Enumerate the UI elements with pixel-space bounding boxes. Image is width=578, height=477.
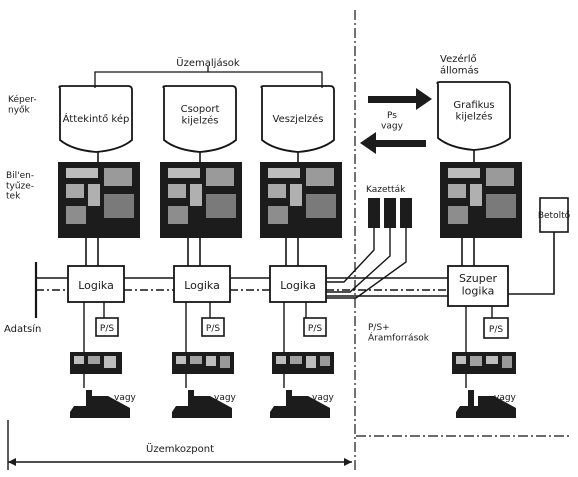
psu-4-label: P/S <box>489 325 503 335</box>
monitor-4-label-line-2: kijelzés <box>456 111 493 123</box>
monitor-4-label-line-1: Grafikus <box>453 100 494 111</box>
keyboards-label-line-2: tyűze- <box>6 181 34 191</box>
cassette-units <box>368 198 412 228</box>
psu-current-label-line-2: Áramforrások <box>368 331 430 343</box>
panel-unit-1 <box>70 352 122 374</box>
ps-or-label-line-1: Ps <box>387 111 397 121</box>
keyboard-3 <box>260 162 342 238</box>
screens-label-line1-cont-1: nyők <box>8 105 31 115</box>
plant-center-label: Üzemkozpont <box>146 442 214 455</box>
monitor-3: Veszjelzés <box>260 85 335 153</box>
plant-center-bracket <box>7 420 352 470</box>
psu-box-2: P/S <box>201 302 225 337</box>
ps-arrow-left <box>360 132 426 154</box>
terminal-icon-4 <box>456 390 516 418</box>
vertical-connections <box>85 150 475 266</box>
loader-box: Betoltő <box>538 197 571 233</box>
panel-unit-4 <box>452 352 516 374</box>
panel-unit-2 <box>172 352 234 374</box>
keyboards-label-line-3: tek <box>6 192 21 202</box>
or-label-2: vagy <box>214 393 237 403</box>
data-bus-label: Adatsín <box>4 323 41 335</box>
ps-or-label-line-2: vagy <box>381 121 404 131</box>
psu-box-3: P/S <box>303 302 327 337</box>
monitor-2-label-line-1: Csoport <box>181 104 220 115</box>
keyboards-label: Bil'en-tyűze-tek <box>6 171 34 202</box>
printer-drop-lines <box>83 302 467 388</box>
psu-2-label: P/S <box>206 324 220 334</box>
psu-current-label-line-1: P/S+ <box>368 323 390 333</box>
keyboard-4 <box>440 162 522 238</box>
screens-label-line1: Képer- <box>8 94 37 105</box>
psu-box-4: P/S <box>483 306 509 339</box>
logic-4-label-line-1: Szuper <box>459 272 497 285</box>
cassette-wiring <box>326 228 407 299</box>
logic-4-label-line-2: logika <box>462 285 495 298</box>
keyboards-label-line-1: Bil'en- <box>6 171 34 181</box>
logic-box-2: Logika <box>173 265 231 303</box>
control-station-label-line-1: Vezérlő <box>440 53 477 65</box>
panel-unit-3 <box>272 352 334 374</box>
logic-box-3: Logika <box>269 265 327 303</box>
ps-arrow-right <box>368 88 432 110</box>
psu-3-label: P/S <box>308 324 322 334</box>
monitor-1: Áttekintő kép <box>58 85 133 153</box>
terminal-icon-3 <box>270 390 330 418</box>
psu-current-label: P/S+Áramforrások <box>368 323 430 343</box>
monitor-1-label: Áttekintő kép <box>63 112 130 125</box>
screens-label: Képer- nyők <box>8 94 40 115</box>
keyboard-1 <box>58 162 140 238</box>
monitor-3-label: Veszjelzés <box>273 113 324 125</box>
loader-label: Betoltő <box>538 211 571 221</box>
logic-3-label: Logika <box>280 279 316 292</box>
control-station-label-line-2: állomás <box>440 65 479 77</box>
psu-1-label: P/S <box>100 324 114 334</box>
logic-1-label: Logika <box>78 279 114 292</box>
operator-stations-title: Üzemaljások <box>176 56 240 69</box>
terminal-icon-2 <box>172 390 232 418</box>
psu-box-1: P/S <box>95 302 119 337</box>
loader-connection <box>508 232 555 295</box>
terminal-icon-1 <box>70 390 130 418</box>
cassettes-label: Kazetták <box>366 185 406 195</box>
logic-2-label: Logika <box>184 279 220 292</box>
monitor-2-label-line-2: kijelzés <box>182 115 219 127</box>
logic-box-1: Logika <box>67 265 125 303</box>
or-label-4: vagy <box>494 393 517 403</box>
or-label-3: vagy <box>312 393 335 403</box>
data-bus <box>34 262 448 318</box>
keyboard-2 <box>160 162 242 238</box>
or-label-1: vagy <box>114 393 137 403</box>
